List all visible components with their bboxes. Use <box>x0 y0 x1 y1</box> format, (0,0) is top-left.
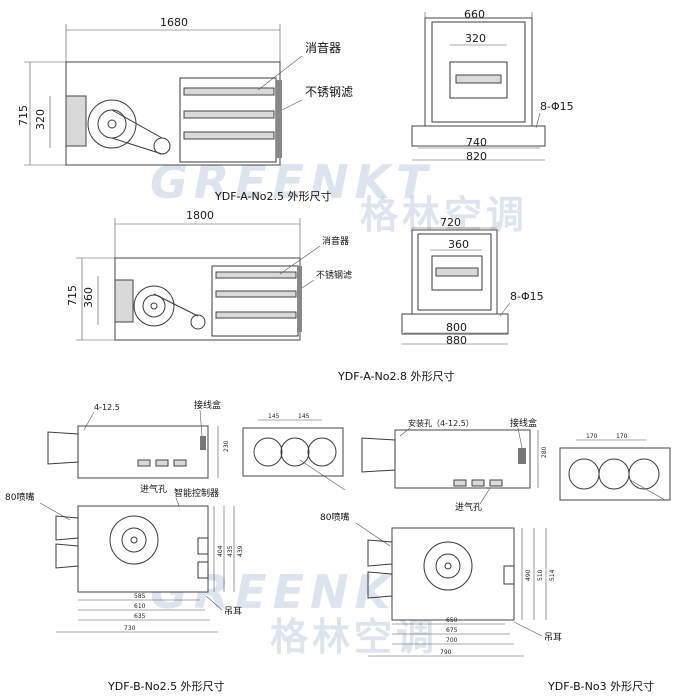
dim-height-715b: 715 <box>66 285 79 306</box>
diagram-ydf-a-no28: 1800 715 360 消音器 不锈钢滤 YDF-A-No2.8 外形尺寸 7… <box>66 209 544 383</box>
base <box>401 313 509 335</box>
dim-bottom-790: 790 <box>440 649 452 656</box>
label-air-inlet-2: 进气孔 <box>455 501 482 513</box>
caption-diagram4: YDF-B-No3 外形尺寸 <box>547 679 654 693</box>
dim-right-435: 435 <box>227 545 234 557</box>
diagram-ydf-a-no25: 1680 715 320 消音器 不锈钢滤 YDF-A-No2.5 外形尺寸 <box>17 8 574 203</box>
label-filter-2: 不锈钢滤 <box>316 269 352 281</box>
dim-bottom-585: 585 <box>134 593 146 600</box>
dim-bottom-730: 730 <box>124 625 136 632</box>
nozzle-end-view <box>242 427 344 477</box>
diagram-ydf-b-no25: 4-12.5 接线盒 230 145 145 进气孔 智能控制器 80喷嘴 58… <box>5 399 346 693</box>
dim-length-1680: 1680 <box>160 16 188 29</box>
nozzle <box>628 458 660 490</box>
label-mount-holes: 4-12.5 <box>94 403 120 412</box>
dim-bottom-610: 610 <box>134 603 146 610</box>
dim-holes: 8-Φ15 <box>540 100 574 113</box>
diagram-ydf-b-no3: 安装孔（4-12.5） 接线盒 280 进气孔 170 170 80喷嘴 650… <box>320 417 671 693</box>
silencer-row <box>183 131 275 140</box>
silencer-row <box>215 271 297 279</box>
fan-housing <box>109 515 159 565</box>
dim-base-inner-800: 800 <box>446 321 467 334</box>
dim-right-510: 510 <box>537 569 544 581</box>
label-silencer: 消音器 <box>305 40 341 55</box>
dim-pitch2-170: 170 <box>616 433 628 440</box>
nozzle-end-view <box>559 447 671 501</box>
dim-width-720: 720 <box>440 216 461 229</box>
watermark-brand-cn-2: 格林空调 <box>270 615 438 659</box>
dim-bottom-675: 675 <box>446 627 458 634</box>
front-body <box>424 17 533 127</box>
dim-base-inner-740: 740 <box>466 136 487 149</box>
dim-length-1800: 1800 <box>186 209 214 222</box>
dim-base-outer-880: 880 <box>446 334 467 347</box>
dim-pitch1-170: 170 <box>586 433 598 440</box>
fan-housing <box>133 285 175 327</box>
caption-diagram1: YDF-A-No2.5 外形尺寸 <box>214 189 331 203</box>
label-nozzle-2: 80喷嘴 <box>320 512 349 523</box>
dim-inlet-360: 360 <box>82 287 95 308</box>
label-lifting-lug: 吊耳 <box>224 606 242 617</box>
dim-bottom-650: 650 <box>446 617 458 624</box>
dim-side-280: 280 <box>541 446 548 458</box>
label-silencer-2: 消音器 <box>322 235 349 247</box>
dim-pitch2-145: 145 <box>298 413 310 420</box>
label-lifting-lug-2: 吊耳 <box>544 632 562 643</box>
label-filter: 不锈钢滤 <box>305 85 353 99</box>
dim-right-490: 490 <box>525 569 532 581</box>
label-nozzle: 80喷嘴 <box>5 492 34 503</box>
dim-right-514: 514 <box>549 569 556 581</box>
label-controller: 智能控制器 <box>174 487 219 499</box>
dim-right-439: 439 <box>237 545 244 557</box>
filter-panel <box>276 80 282 158</box>
unit-body <box>114 257 301 341</box>
nozzle <box>253 437 283 467</box>
filter-panel <box>297 266 302 332</box>
label-junction-box-2: 接线盒 <box>510 417 537 429</box>
dim-inner-320: 320 <box>465 32 486 45</box>
dim-base-outer-820: 820 <box>466 150 487 163</box>
plan-view-body <box>77 505 209 593</box>
dim-pitch1-145: 145 <box>268 413 280 420</box>
dim-bottom-635: 635 <box>134 613 146 620</box>
label-mount-holes-2: 安装孔（4-12.5） <box>408 418 474 428</box>
outlet <box>449 61 508 99</box>
caption-diagram3: YDF-B-No2.5 外形尺寸 <box>107 679 225 693</box>
dim-bottom-700: 700 <box>446 637 458 644</box>
dim-holes-2: 8-Φ15 <box>510 290 544 303</box>
dim-inlet-320: 320 <box>34 109 47 130</box>
silencer-row <box>183 87 275 96</box>
label-air-inlet: 进气孔 <box>140 483 167 495</box>
silencer-row <box>183 110 275 119</box>
dim-side-230: 230 <box>223 440 230 452</box>
caption-diagram2: YDF-A-No2.8 外形尺寸 <box>337 369 454 383</box>
silencer-row <box>215 290 297 298</box>
plan-view-body <box>391 527 515 621</box>
dim-right-404: 404 <box>217 545 224 557</box>
side-view-body <box>77 425 209 479</box>
label-junction-box: 接线盒 <box>194 399 221 411</box>
dim-height-715: 715 <box>17 105 30 126</box>
nozzle <box>280 437 310 467</box>
nozzle <box>307 437 337 467</box>
side-view-body <box>394 429 531 489</box>
dim-inner-360: 360 <box>448 238 469 251</box>
fan-housing <box>423 541 473 591</box>
base <box>411 125 546 147</box>
silencer-row <box>215 311 297 319</box>
outlet <box>431 255 483 291</box>
